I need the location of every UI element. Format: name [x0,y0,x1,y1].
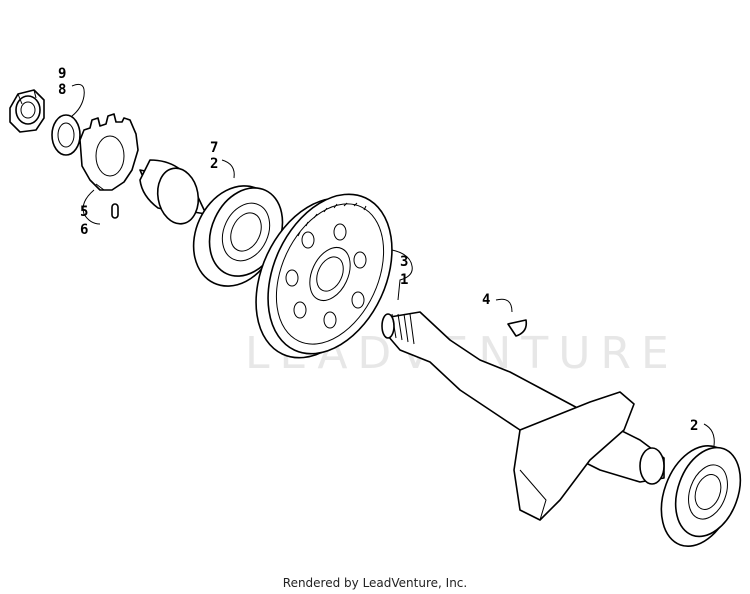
callout-3: 3 [400,254,408,270]
bearing-upper-part[interactable] [178,172,296,300]
leader-3-1 [391,249,413,301]
pin-part[interactable] [111,203,119,219]
callout-5: 5 [80,204,88,220]
footer-credit: Rendered by LeadVenture, Inc. [282,576,468,590]
spacer-sleeve-part[interactable] [139,159,207,227]
crankshaft-part[interactable] [381,311,665,521]
nut-part[interactable] [9,89,45,133]
callout-2-lower: 2 [690,418,698,434]
gear-plate-part[interactable] [79,113,139,191]
leader-7-2 [221,159,235,179]
leader-4 [495,298,513,313]
leader-5-6 [82,189,101,225]
callout-1: 1 [400,272,408,288]
callout-2-upper: 2 [210,156,218,172]
callout-7: 7 [210,140,218,156]
woodruff-key-part[interactable] [507,319,528,337]
washer-part[interactable] [51,114,81,156]
callout-6: 6 [80,222,88,238]
callout-8: 8 [58,82,66,98]
leader-2-lower [703,423,715,447]
callout-9: 9 [58,66,66,82]
leader-9-8 [71,83,85,117]
drive-gear-part[interactable] [232,174,417,378]
callout-4: 4 [482,292,490,308]
bearing-lower-part[interactable] [648,436,750,557]
